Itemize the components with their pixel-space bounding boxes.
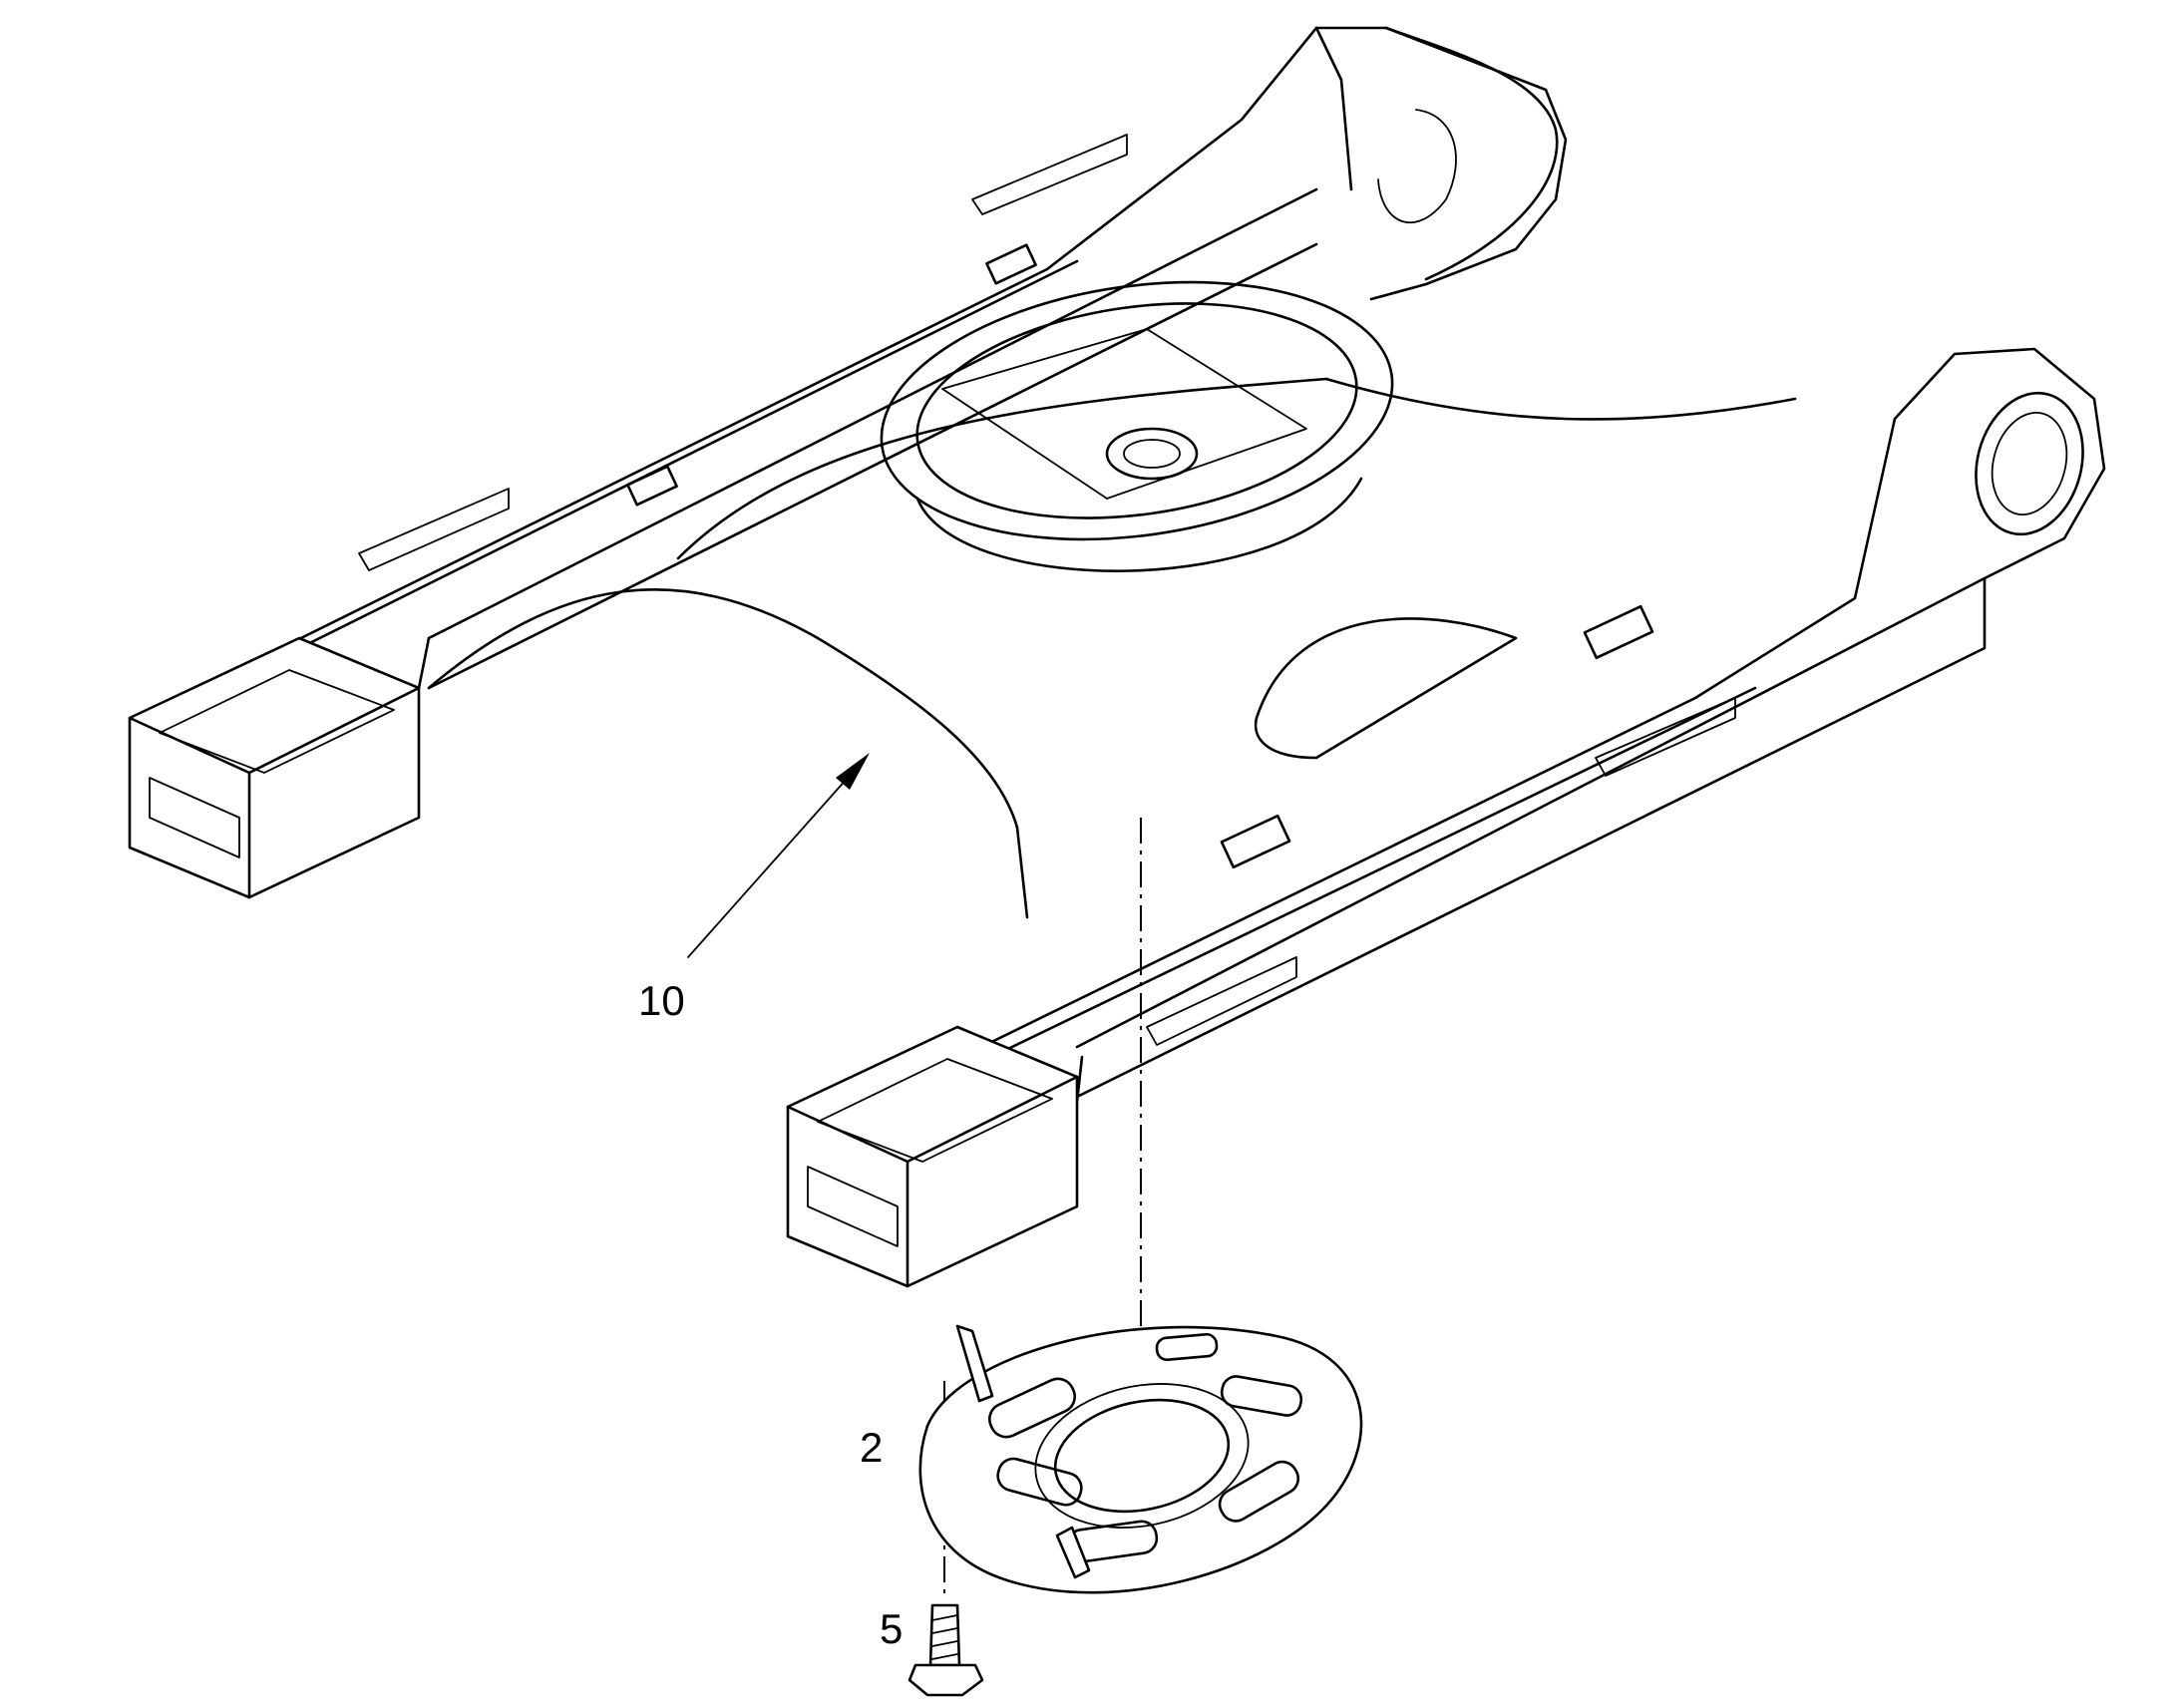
swing-circle-outer [880,280,1394,541]
cover-plate [918,1324,1363,1594]
left-rail-end-box [128,636,421,899]
callout-label-5: 5 [880,1605,903,1652]
swing-circle-inner [915,302,1358,519]
callout-5: 5 [880,1605,903,1652]
arrowhead-icon [836,753,870,790]
left-side-frame-rail [138,26,1568,820]
callout-label-10: 10 [638,977,685,1024]
callout-2: 2 [860,1424,883,1471]
track-frame [128,26,2106,1288]
center-body [427,280,1797,919]
right-rail-end-box [786,1025,1079,1288]
right-side-frame-rail [796,347,2106,1233]
callout-label-2: 2 [860,1424,883,1471]
callout-10: 10 [638,753,870,1024]
bolt [908,1603,984,1697]
